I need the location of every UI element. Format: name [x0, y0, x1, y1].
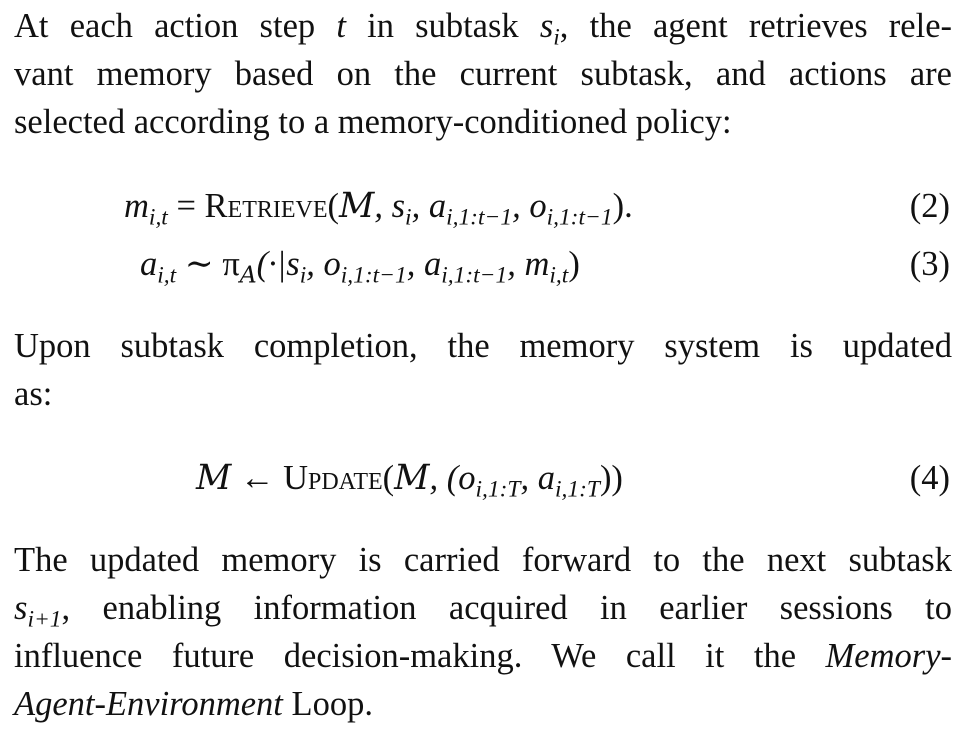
math-paren: (: [327, 187, 340, 225]
math-symbol: m: [124, 187, 149, 225]
math-subscript: i: [553, 24, 560, 51]
math-subscript: i,t: [157, 262, 177, 289]
equation-2: mi,t = Retrieve(M, si, ai,1:t−1, oi,1:t−…: [124, 182, 950, 230]
equation-number: (4): [909, 459, 950, 497]
math-calligraphic-m: M: [196, 458, 232, 498]
math-operator: =: [167, 187, 205, 225]
equation-number: (2): [909, 187, 950, 225]
paragraph-update-line-1: Upon subtask completion, the memory syst…: [14, 327, 952, 365]
paragraph-conclusion-line-2: si+1, enabling information acquired in e…: [14, 584, 952, 632]
eq4-body: M ← Update(M, (oi,1:T, ai,1:T)): [196, 458, 623, 501]
text-segment: influence future decision-making. We cal…: [14, 637, 826, 675]
text-segment: At each action step: [14, 7, 337, 45]
text-segment: Loop.: [282, 685, 373, 723]
math-var-s-i-plus-1: si+1: [14, 589, 62, 631]
math-paren: ).: [612, 187, 633, 225]
math-symbol: , (o: [429, 459, 476, 497]
math-symbol: s: [14, 589, 28, 627]
paragraph-conclusion-line-1: The updated memory is carried forward to…: [14, 541, 952, 579]
math-operator: ∼ π: [176, 245, 240, 283]
math-subscript: A: [239, 260, 257, 289]
math-var-t: t: [336, 7, 346, 45]
math-symbol: a: [140, 245, 158, 283]
math-subscript: i,1:T: [554, 476, 600, 503]
math-operator: ←: [231, 459, 284, 497]
eq3-body: ai,t ∼ πA(·|si, oi,1:t−1, ai,1:t−1, mi,t…: [140, 245, 580, 287]
math-paren: ): [568, 245, 580, 283]
paragraph-intro-line-2: vant memory based on the current subtask…: [14, 55, 952, 93]
math-symbol: , a: [520, 459, 555, 497]
text-segment: in subtask: [345, 7, 540, 45]
math-symbol: , o: [512, 187, 547, 225]
math-subscript: i,1:t−1: [441, 262, 508, 289]
math-var-s-i: si: [539, 7, 560, 49]
paragraph-conclusion: The updated memory is carried forward to…: [14, 536, 952, 728]
math-symbol: , o: [306, 245, 341, 283]
paragraph-intro-line-1: At each action step t in subtask si, the…: [14, 2, 952, 50]
emphasis-text: Memory-: [825, 637, 952, 675]
math-subscript: i,1:T: [475, 476, 521, 503]
emphasis-text: Agent-Environment: [14, 685, 283, 723]
math-subscript: i,1:t−1: [340, 262, 407, 289]
math-subscript: i,t: [549, 262, 569, 289]
math-paren: (: [382, 459, 395, 497]
math-symbol: , a: [411, 187, 447, 225]
math-paren: )): [599, 459, 623, 497]
math-symbol: , s: [374, 187, 406, 225]
math-symbol: (·|s: [256, 245, 300, 283]
equation-number: (3): [909, 245, 950, 283]
math-subscript: i+1: [27, 606, 62, 633]
paragraph-conclusion-line-3: influence future decision-making. We cal…: [14, 632, 952, 680]
math-symbol: , a: [406, 245, 442, 283]
math-subscript: i,t: [148, 204, 168, 231]
math-subscript: i,1:t−1: [446, 204, 513, 231]
math-symbol: , m: [507, 245, 550, 283]
math-subscript: i,1:t−1: [546, 204, 613, 231]
eq2-body: mi,t = Retrieve(M, si, ai,1:t−1, oi,1:t−…: [124, 186, 633, 229]
math-subscript: i: [405, 204, 412, 231]
text-segment: , enabling information acquired in earli…: [61, 589, 952, 627]
equation-3: ai,t ∼ πA(·|si, oi,1:t−1, ai,1:t−1, mi,t…: [140, 240, 950, 288]
math-function-retrieve: Retrieve: [204, 187, 328, 225]
math-calligraphic-m: M: [394, 458, 430, 498]
paragraph-update: Upon subtask completion, the memory syst…: [14, 322, 952, 418]
paragraph-intro: At each action step t in subtask si, the…: [14, 2, 952, 146]
math-function-update: Update: [283, 459, 383, 497]
equation-4: M ← Update(M, (oi,1:T, ai,1:T)) (4): [196, 454, 950, 502]
paragraph-intro-line-3: selected according to a memory-condition…: [14, 103, 732, 141]
text-segment: , the agent retrieves rele-: [559, 7, 952, 45]
paragraph-conclusion-line-4: Agent-Environment Loop.: [14, 680, 952, 728]
paragraph-update-line-2: as:: [14, 375, 53, 413]
math-subscript: i: [299, 262, 307, 289]
math-symbol: s: [539, 7, 554, 45]
math-calligraphic-m: M: [339, 186, 375, 226]
